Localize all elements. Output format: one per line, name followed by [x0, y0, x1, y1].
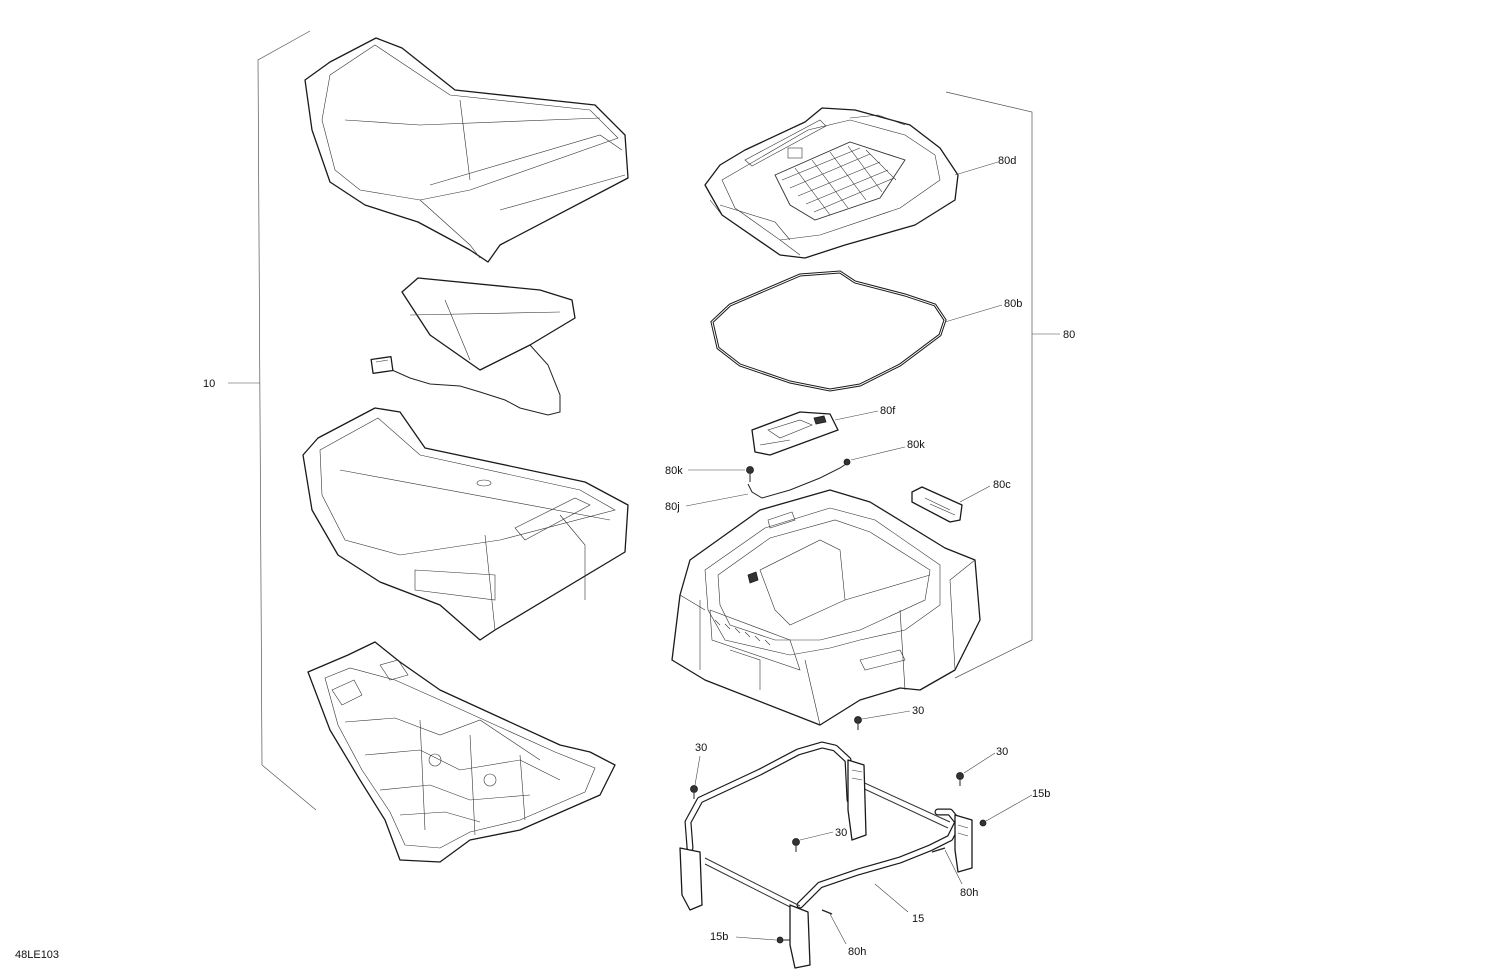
callout-80c: 80c [993, 479, 1011, 491]
pin-80h-right [931, 847, 946, 853]
bracket-80 [945, 91, 1033, 679]
storage-box [671, 489, 981, 726]
pin-80h-left [821, 909, 833, 915]
drawing-code: 48LE103 [15, 949, 59, 961]
callout-30-b: 30 [695, 742, 707, 754]
seat-cover [304, 37, 629, 263]
bolt-15b-right [979, 819, 987, 827]
leader-80h-right [944, 849, 963, 885]
screw-30-a [854, 716, 862, 730]
leader-30-d [799, 831, 834, 841]
rear-frame [679, 741, 973, 969]
leader-15b-right [985, 794, 1033, 822]
leader-80f [834, 410, 879, 421]
screw-30-c [956, 772, 964, 786]
callout-80k-left: 80k [665, 465, 683, 477]
callout-80d: 80d [998, 155, 1016, 167]
leader-80b [944, 304, 1003, 323]
seat-foam [302, 407, 629, 641]
bracket-10 [257, 30, 317, 811]
callout-80j: 80j [665, 501, 680, 513]
callout-80: 80 [1063, 329, 1075, 341]
leader-80j [685, 493, 749, 507]
callout-30-c: 30 [996, 746, 1008, 758]
lid-grille [774, 141, 906, 221]
callout-10: 10 [203, 378, 215, 390]
callout-80k-right: 80k [907, 439, 925, 451]
callout-30-d: 30 [835, 827, 847, 839]
callout-80h-left: 80h [848, 946, 866, 958]
leader-15b-left [735, 936, 777, 941]
ground-terminal [843, 458, 851, 466]
latch-plate [751, 411, 839, 456]
bolt-15b-left [776, 936, 790, 944]
callout-30-a: 30 [912, 705, 924, 717]
latch-screw [746, 466, 754, 482]
leader-80c [959, 485, 991, 503]
leader-30-c [963, 752, 996, 774]
leader-30-b [694, 755, 701, 786]
seat-base [307, 641, 616, 863]
heating-pad-wire [370, 344, 561, 416]
leader-80d [954, 161, 999, 176]
screw-30-d [792, 838, 800, 852]
leader-30-a [861, 710, 911, 720]
callout-80f: 80f [880, 405, 896, 417]
heating-pad [401, 277, 576, 371]
latch-cable [747, 463, 847, 499]
latch-hinge [911, 486, 963, 523]
callout-15: 15 [912, 913, 924, 925]
callout-15b-right: 15b [1032, 788, 1050, 800]
screw-30-b [690, 785, 698, 799]
storage-lid [704, 107, 959, 259]
leader-80k-right [850, 446, 906, 461]
callout-80h-right: 80h [960, 887, 978, 899]
lid-gasket [710, 270, 947, 392]
leader-80h-left [829, 913, 847, 945]
callout-80b: 80b [1004, 298, 1022, 310]
callout-15b-left: 15b [710, 931, 728, 943]
leader-15 [874, 883, 909, 913]
